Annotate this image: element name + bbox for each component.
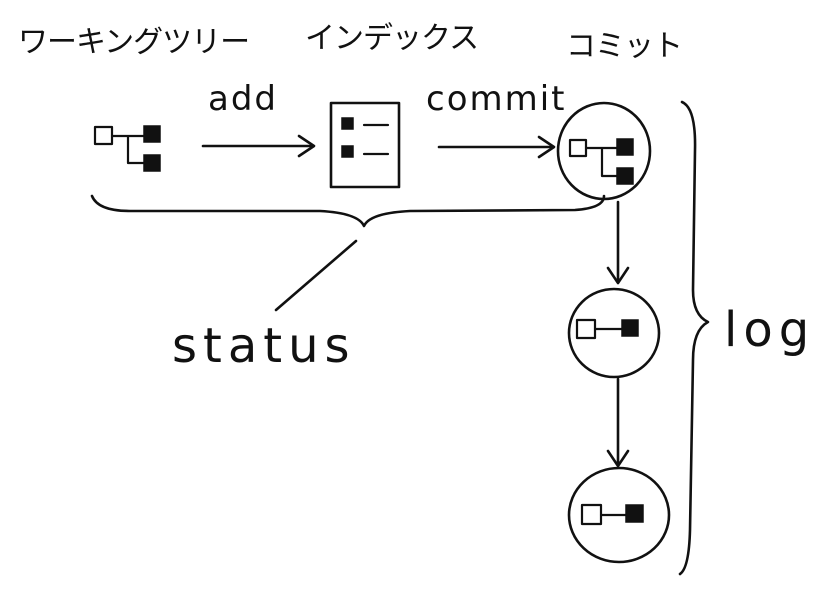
commit-history-arrow-2 — [606, 377, 630, 468]
add-label: add — [208, 79, 278, 119]
log-label: log — [724, 302, 815, 358]
index-document-icon — [329, 101, 401, 189]
commit-op-label: commit — [426, 79, 567, 119]
commit-label: コミット — [566, 29, 682, 64]
commit-node-oldest — [567, 466, 671, 564]
working-tree-icon — [93, 125, 161, 172]
commit-history-arrow-1 — [606, 200, 630, 285]
commit-arrow — [437, 135, 556, 159]
index-label: インデックス — [305, 21, 478, 56]
working-tree-label: ワーキングツリー — [18, 25, 249, 60]
log-brace — [678, 100, 710, 576]
status-brace — [90, 194, 606, 312]
add-arrow — [201, 134, 316, 158]
status-label: status — [172, 318, 356, 374]
commit-node-latest — [556, 101, 652, 201]
commit-node-previous — [567, 287, 661, 379]
